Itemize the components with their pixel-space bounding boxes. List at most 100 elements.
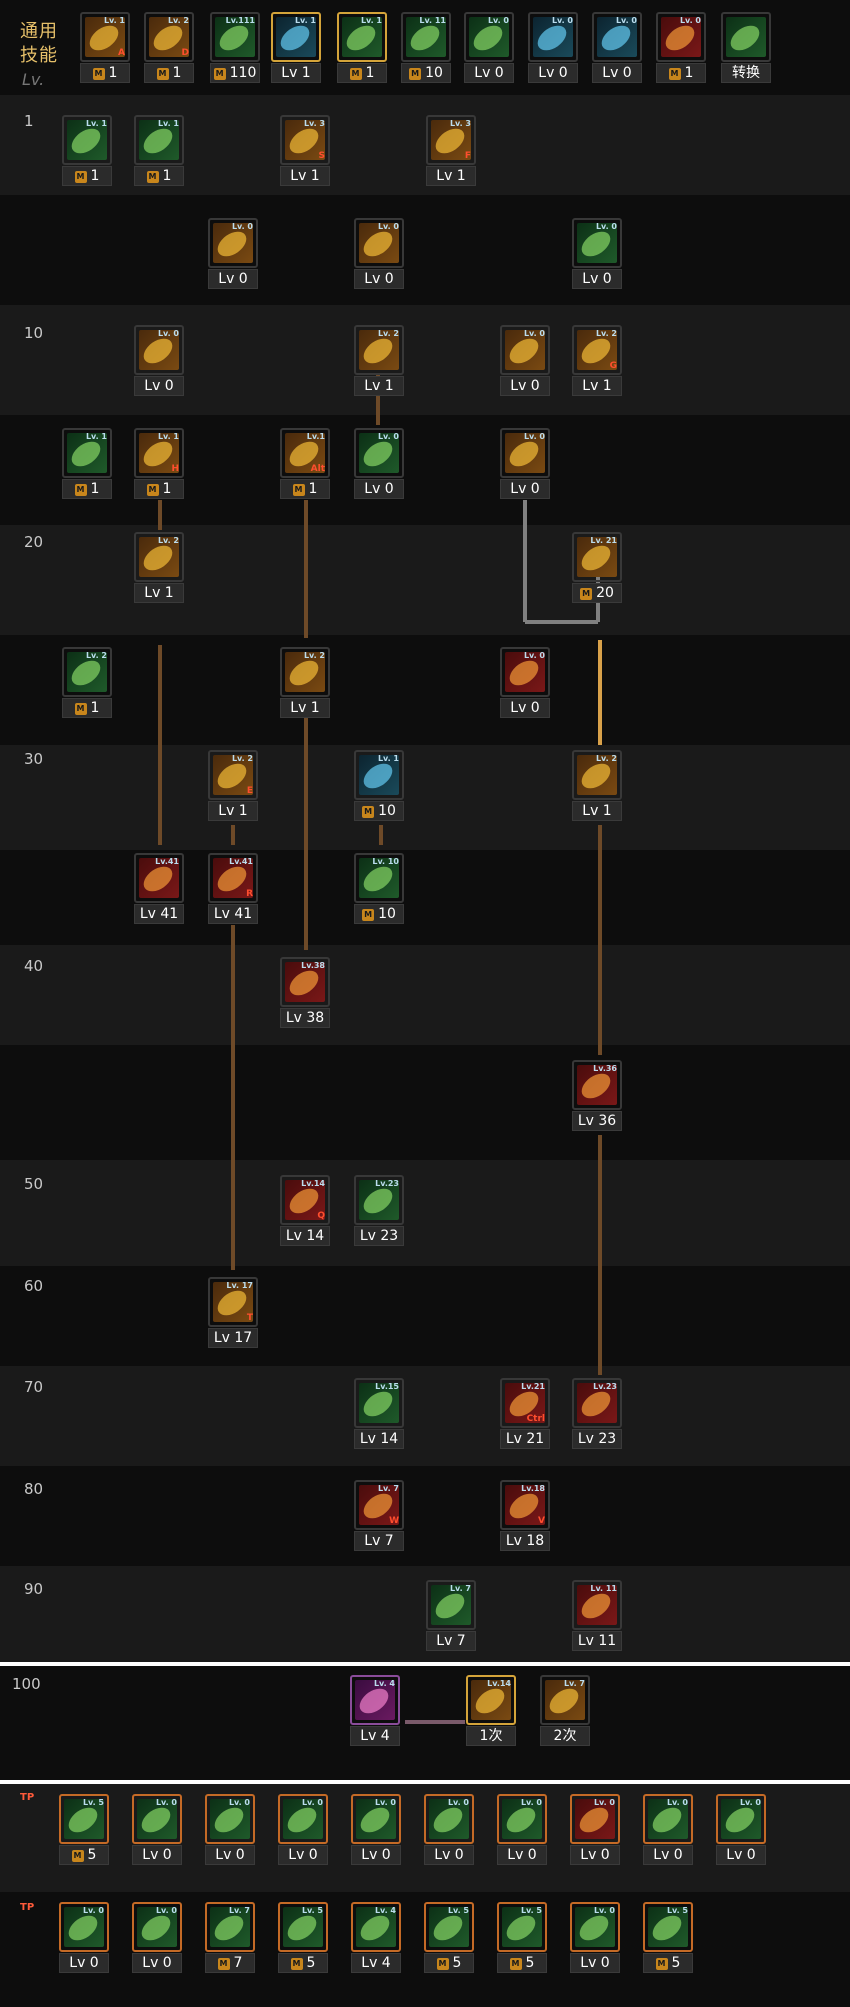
row-label-10: 10 [24,324,44,342]
skill-level-caption: Lv 11 [572,1631,622,1651]
skill-level-value: 1 [90,700,100,716]
skill-level-caption: Lv 41 [134,904,184,924]
skill-level-caption: Lv 18 [500,1531,550,1551]
master-icon: M [509,1958,522,1970]
row-band-60 [0,1266,850,1366]
skill-level-value: Lv 1 [290,700,320,716]
master-icon: M [580,588,593,600]
skill-icon: Lv. 0 [656,12,706,62]
skill-level-value: 1 [172,65,182,81]
skill-level-tag: Lv. 5 [447,1906,469,1915]
common-skill[interactable]: 转换 [720,12,774,84]
tp-label-1: TP [20,1792,35,1803]
skill-level-caption: Lv 1 [354,376,404,396]
master-icon: M [92,68,105,80]
hotkey-badge: H [171,464,179,474]
skill-level-tag: Lv. 1 [377,754,399,763]
skill-icon: Lv. 0 [570,1902,620,1952]
skill-level-tag: Lv. 0 [374,1798,396,1807]
skill-level-value: 10 [425,65,443,81]
skill-level-tag: Lv. 5 [82,1798,104,1807]
skill-level-tag: Lv. 2 [595,329,617,338]
hotkey-badge: V [538,1516,545,1526]
skill-level-tag: Lv. 4 [374,1906,396,1915]
skill-icon: Lv. 2 [134,532,184,582]
skill-level-value: Lv 1 [582,803,612,819]
